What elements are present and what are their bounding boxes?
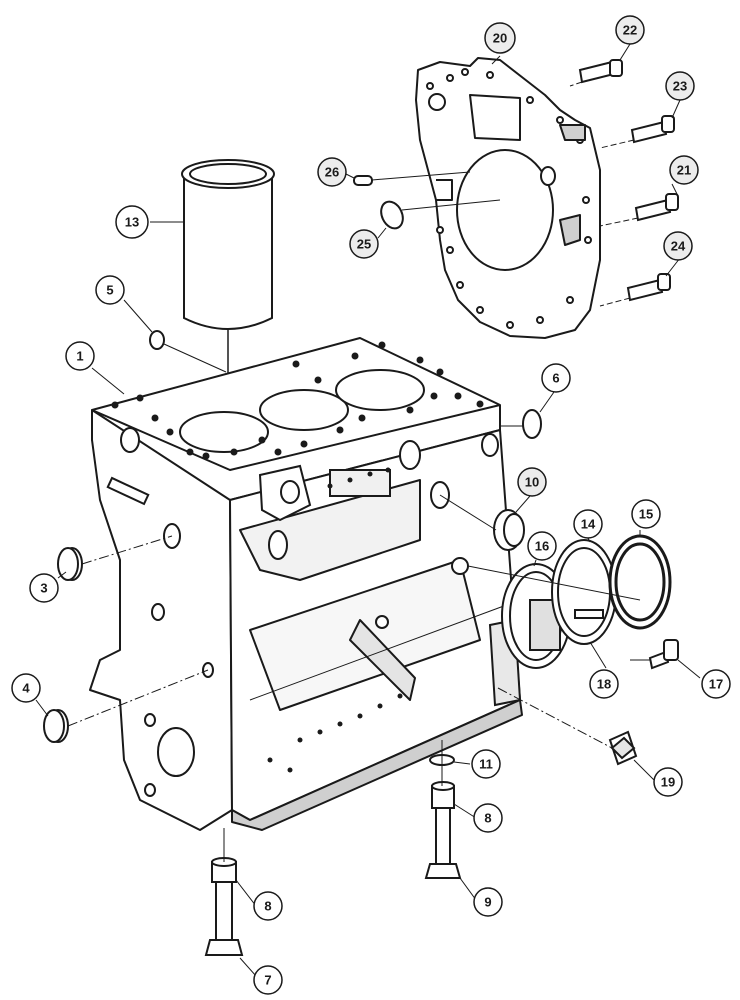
- callout-9: 9: [473, 887, 503, 917]
- callouts: 1 3 4 5 6 7 8 8 9 10 11 13 14 15 16 17 1…: [11, 15, 731, 995]
- bolt-7: [204, 879, 244, 956]
- callout-22: 22: [615, 15, 645, 45]
- callout-1: 1: [65, 341, 95, 371]
- svg-text:26: 26: [325, 165, 339, 180]
- callout-18: 18: [589, 669, 619, 699]
- svg-text:24: 24: [671, 239, 686, 254]
- callout-21: 21: [669, 155, 699, 185]
- callout-11: 11: [471, 749, 501, 779]
- pin-26: [353, 175, 373, 186]
- callout-10: 10: [517, 467, 547, 497]
- callout-15: 15: [631, 499, 661, 529]
- cylinder-bores: [179, 369, 425, 453]
- bolt-9: [424, 807, 462, 879]
- svg-text:3: 3: [40, 581, 47, 596]
- callout-19: 19: [653, 767, 683, 797]
- bolt-24: [626, 273, 671, 302]
- plug-5: [149, 330, 165, 350]
- block-side-details: [106, 427, 522, 797]
- seal-15: [608, 534, 672, 630]
- svg-text:1: 1: [76, 349, 83, 364]
- svg-text:25: 25: [357, 237, 371, 252]
- svg-text:14: 14: [581, 517, 596, 532]
- callout-25: 25: [349, 229, 379, 259]
- svg-text:17: 17: [709, 677, 723, 692]
- plate-bolts: [578, 59, 679, 302]
- svg-text:11: 11: [479, 757, 493, 772]
- callout-7: 7: [253, 965, 283, 995]
- pin-25: [380, 200, 404, 230]
- plugs-top: [149, 330, 542, 439]
- svg-text:9: 9: [484, 895, 491, 910]
- seal-10: [493, 509, 525, 551]
- callout-14: 14: [573, 509, 603, 539]
- svg-text:5: 5: [106, 283, 113, 298]
- cover-14: [551, 539, 617, 645]
- svg-text:20: 20: [493, 31, 507, 46]
- bolt-22: [578, 59, 623, 84]
- block-small-holes: [267, 467, 403, 773]
- callout-6: 6: [541, 363, 571, 393]
- plugs-left: [43, 547, 83, 743]
- dowel-pins: [353, 171, 501, 230]
- callout-13: 13: [115, 205, 149, 239]
- plug-19: [608, 730, 638, 766]
- svg-text:10: 10: [525, 475, 539, 490]
- svg-text:19: 19: [661, 775, 675, 790]
- svg-text:6: 6: [552, 371, 559, 386]
- callout-8-left: 8: [253, 891, 283, 921]
- svg-text:13: 13: [125, 215, 139, 230]
- callout-8-right: 8: [473, 803, 503, 833]
- leader-lines: [35, 43, 701, 977]
- rear-plate: [415, 57, 601, 339]
- svg-text:7: 7: [264, 973, 271, 988]
- callout-20: 20: [484, 22, 516, 54]
- deck-holes: [111, 341, 484, 460]
- svg-text:21: 21: [677, 163, 691, 178]
- svg-text:22: 22: [623, 23, 637, 38]
- svg-text:23: 23: [673, 79, 687, 94]
- callout-17: 17: [701, 669, 731, 699]
- callout-23: 23: [665, 71, 695, 101]
- cylinder-liner: [181, 159, 275, 440]
- callout-26: 26: [317, 157, 347, 187]
- bolt-23: [630, 115, 675, 144]
- bolt-17: [648, 639, 679, 670]
- svg-text:15: 15: [639, 507, 653, 522]
- plug-6: [522, 409, 542, 439]
- bolt-21: [634, 193, 679, 222]
- svg-text:8: 8: [264, 899, 271, 914]
- callout-16: 16: [527, 531, 557, 561]
- svg-text:4: 4: [22, 681, 30, 696]
- nut-8b: [431, 781, 455, 809]
- callout-24: 24: [663, 231, 693, 261]
- svg-text:8: 8: [484, 811, 491, 826]
- callout-4: 4: [11, 673, 41, 703]
- svg-text:16: 16: [535, 539, 549, 554]
- callout-5: 5: [95, 275, 125, 305]
- callout-3: 3: [29, 573, 59, 603]
- svg-text:18: 18: [597, 677, 611, 692]
